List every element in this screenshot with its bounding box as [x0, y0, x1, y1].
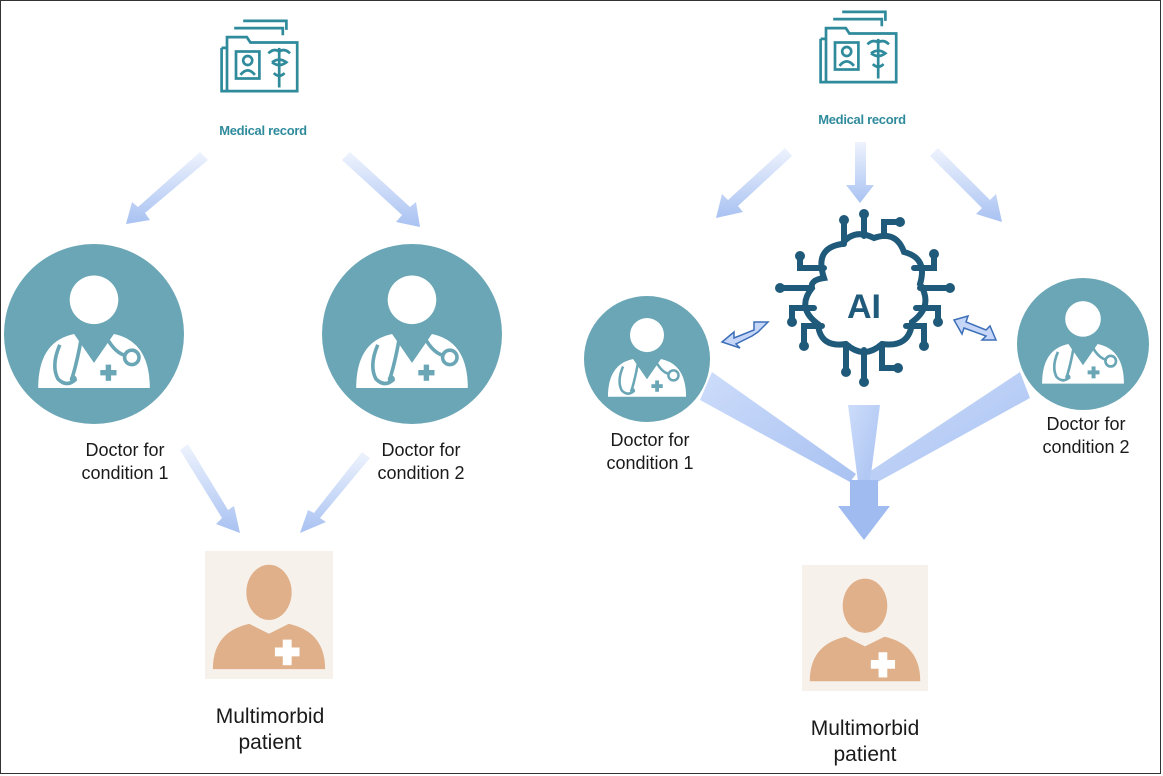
patient-label-right: Multimorbid patient: [765, 716, 965, 769]
doctor2-label-line2: condition 2: [1042, 436, 1130, 457]
doctor1-icon-right: [582, 296, 712, 422]
doctor1-label-line2: condition 1: [606, 452, 694, 473]
arrow-record-to-doctor2-right: [930, 148, 1002, 222]
doctor1-icon: [4, 244, 184, 424]
arrow-record-to-ai: [846, 142, 874, 203]
doctor2-label-left: Doctor for condition 2: [341, 439, 501, 484]
record-label-left: Medical record: [219, 123, 307, 138]
doctor2-icon: [322, 244, 502, 424]
patient-label-left: Multimorbid patient: [170, 704, 370, 757]
doctor1-label-line1: Doctor for: [610, 430, 690, 450]
medical-record-icon: [220, 19, 299, 93]
doctor2-label-line1: Doctor for: [381, 440, 461, 460]
patient-label-line1: Multimorbid: [215, 705, 325, 728]
double-arrow-doctor1-ai: [720, 321, 770, 349]
doctor2-label-right: Doctor for condition 2: [1006, 413, 1163, 458]
doctor1-label-right: Doctor for condition 1: [570, 429, 730, 474]
arrow-doctor1-to-patient: [180, 444, 240, 533]
doctor1-label-line1: Doctor for: [85, 440, 165, 460]
doctor1-label-line2: condition 1: [81, 462, 169, 483]
arrow-doctor2-to-patient: [300, 452, 370, 533]
doctor2-icon-right: [1016, 278, 1150, 410]
arrow-record-to-doctor1: [126, 152, 208, 224]
record-label-right: Medical record: [818, 112, 906, 127]
fan-arrows-to-patient: [700, 372, 1030, 540]
doctor1-label-left: Doctor for condition 1: [45, 439, 205, 484]
double-arrow-ai-doctor2: [952, 314, 998, 341]
doctor2-label-line2: condition 2: [377, 462, 465, 483]
patient-label-line2: patient: [238, 731, 302, 755]
ai-label: AI: [847, 288, 881, 326]
doctor2-label-line1: Doctor for: [1046, 414, 1126, 434]
patient-icon-right: [802, 565, 928, 691]
arrow-record-to-doctor1-right: [716, 148, 792, 218]
patient-label-line1: Multimorbid: [810, 717, 920, 740]
arrow-record-to-doctor2: [342, 152, 420, 227]
patient-icon: [205, 551, 333, 679]
medical-record-icon: [819, 10, 898, 84]
patient-label-line2: patient: [833, 743, 897, 767]
